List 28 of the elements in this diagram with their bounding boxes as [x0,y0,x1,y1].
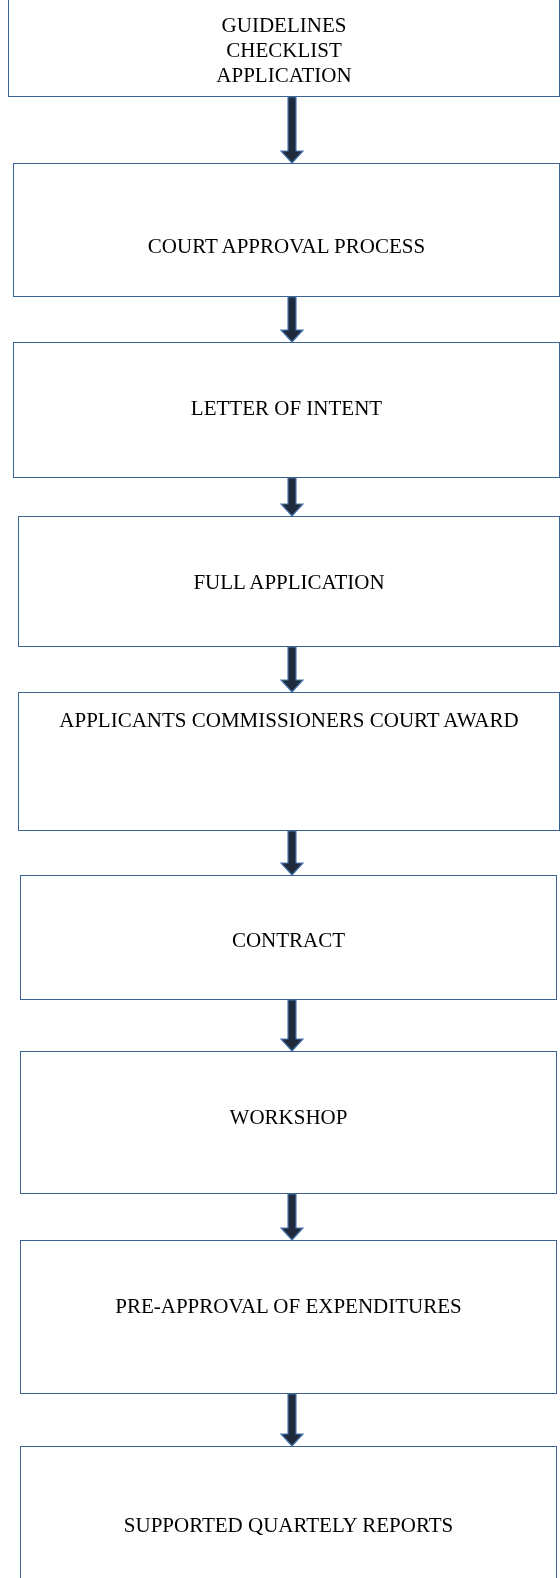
block-arrow [279,477,305,517]
process-box [20,1051,557,1194]
process-box [18,516,560,647]
step-label: WORKSHOP [229,1105,348,1131]
block-arrow [279,1193,305,1241]
process-box [20,875,557,1000]
step-label: FULL APPLICATION [193,570,385,596]
process-box [18,692,560,831]
step-label: SUPPORTED QUARTELY REPORTS [123,1513,454,1539]
step-label: LETTER OF INTENT [190,396,383,422]
step-label: CONTRACT [231,928,346,954]
step-label: CHECKLIST [226,38,342,64]
process-box [13,342,560,478]
block-arrow [279,830,305,876]
step-label: APPLICATION [216,63,352,89]
block-arrow [279,1393,305,1447]
block-arrow [279,96,305,164]
process-box [20,1240,557,1394]
process-box [13,163,560,297]
process-box [8,0,560,97]
step-label: PRE-APPROVAL OF EXPENDITURES [115,1294,462,1320]
block-arrow [279,999,305,1052]
step-label: COURT APPROVAL PROCESS [147,234,426,260]
step-label: APPLICANTS COMMISSIONERS COURT AWARD [59,708,519,734]
step-label: GUIDELINES [221,13,347,39]
block-arrow [279,646,305,693]
block-arrow [279,296,305,343]
process-box [20,1446,557,1578]
